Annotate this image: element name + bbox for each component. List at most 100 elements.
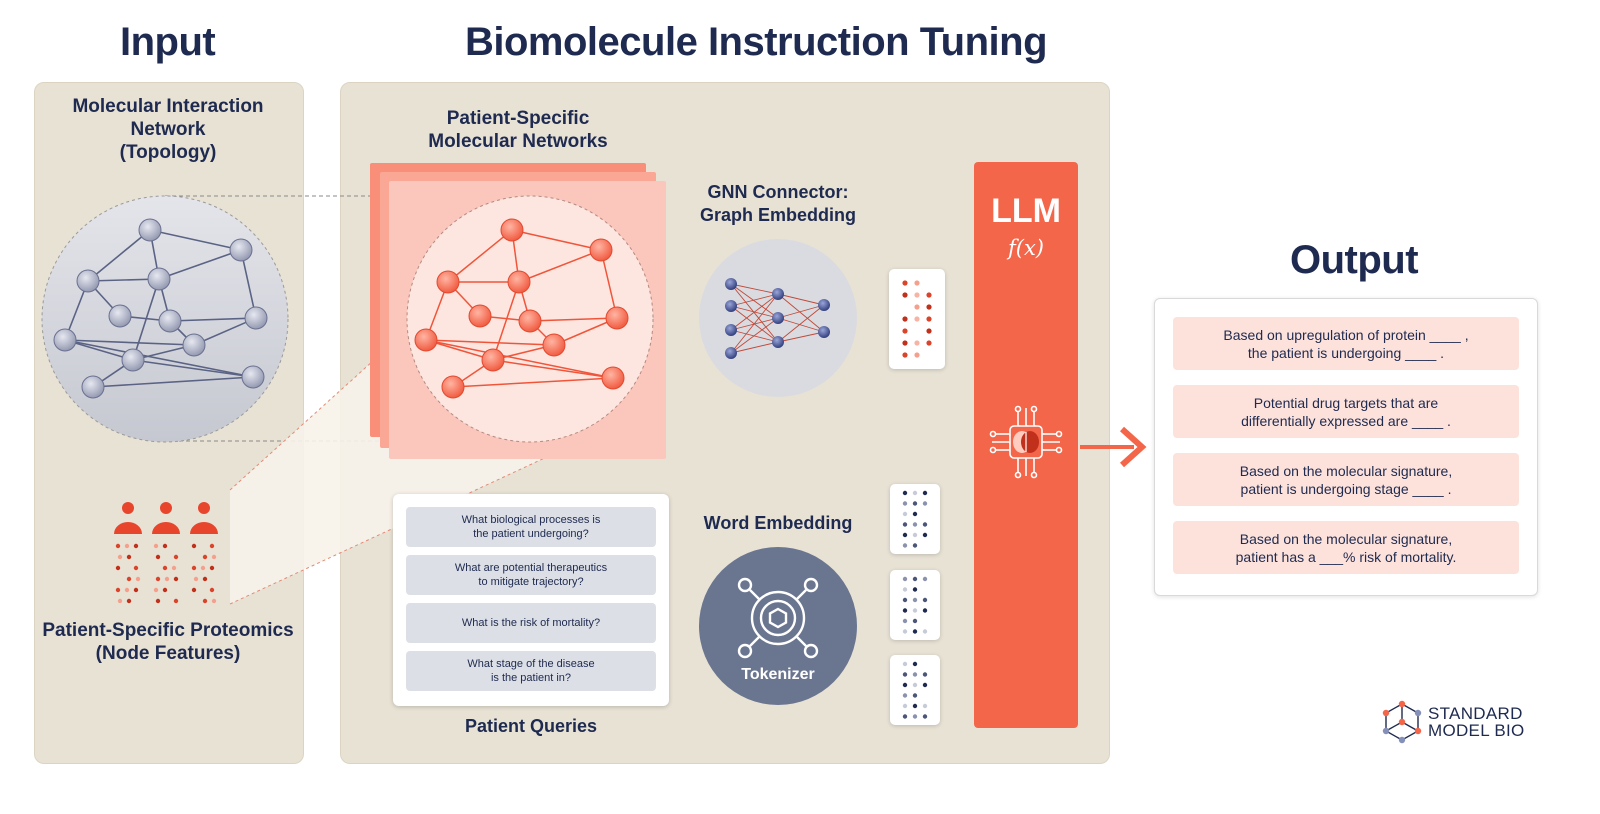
word-embedding-vector (890, 655, 940, 725)
feature-dot (171, 565, 177, 571)
patient-proteomics (114, 502, 218, 604)
network-topology-label: Molecular Interaction Network (Topology) (72, 96, 264, 163)
feature-dot (912, 661, 918, 667)
feature-dot (922, 501, 928, 506)
feature-dot (902, 340, 908, 346)
feature-dot (922, 703, 928, 709)
feature-dot (135, 576, 141, 582)
brain-chip-icon (989, 405, 1063, 479)
feature-dot (902, 618, 908, 624)
feature-dot (912, 672, 918, 677)
feature-dot (902, 714, 908, 719)
feature-dot (902, 316, 908, 322)
feature-dot (902, 511, 908, 517)
feature-dot (922, 522, 928, 527)
feature-dot (209, 543, 215, 549)
feature-dot (902, 352, 908, 358)
feature-dot (211, 554, 217, 560)
feature-dot (191, 543, 197, 549)
feature-dot (912, 618, 918, 624)
feature-dot (914, 316, 920, 322)
feature-dot (126, 554, 132, 560)
feature-dot (912, 608, 918, 613)
output-item: Based on the molecular signature, patien… (1173, 453, 1519, 506)
word-embedding-label: Word Embedding (703, 513, 853, 533)
molecular-interaction-network (41, 195, 289, 443)
gnn-connector-label: GNN Connector: Graph Embedding (699, 182, 856, 225)
feature-dot (912, 490, 918, 496)
query-item: What are potential therapeutics to mitig… (406, 555, 656, 595)
feature-dot (926, 292, 932, 298)
feature-dot (902, 280, 908, 286)
feature-dot (133, 565, 139, 571)
person-icon (114, 502, 218, 534)
feature-dot (124, 543, 130, 549)
feature-dot (193, 576, 199, 582)
feature-dot (914, 352, 920, 358)
feature-dot (922, 576, 928, 582)
feature-dot (202, 598, 208, 604)
feature-dot (902, 703, 908, 709)
feature-dot (912, 703, 918, 709)
feature-dot (126, 598, 132, 604)
main-heading: Biomolecule Instruction Tuning (465, 20, 1048, 64)
feature-dot (902, 597, 908, 603)
feature-dot (912, 714, 918, 719)
hexagon-logo-icon (1382, 700, 1422, 744)
feature-dot (902, 522, 908, 527)
feature-dot (162, 565, 168, 571)
feature-dot (173, 576, 179, 582)
word-embedding-vector (890, 484, 940, 554)
feature-dot (902, 693, 908, 698)
proteomics-label: Patient-Specific Proteomics (Node Featur… (42, 620, 294, 664)
feature-dot (191, 565, 197, 571)
feature-dot (162, 587, 168, 593)
output-item: Based on the molecular signature, patien… (1173, 521, 1519, 574)
llm-formula: f(x) (1007, 236, 1044, 260)
graph-embedding-vector (889, 269, 945, 369)
feature-dot (912, 576, 918, 582)
feature-dot (914, 304, 920, 310)
tokenizer-hex-icon (737, 577, 819, 659)
feature-dot (902, 532, 908, 538)
feature-dot (209, 565, 215, 571)
patient-network-stack (370, 163, 666, 459)
word-embedding-dots (902, 661, 928, 719)
feature-dot (922, 608, 928, 613)
output-card: Based on upregulation of protein ____ , … (1154, 298, 1538, 596)
feature-dot (902, 629, 908, 634)
patient-networks-label: Patient-Specific Molecular Networks (428, 108, 608, 152)
feature-dot (202, 554, 208, 560)
feature-dot (200, 565, 206, 571)
output-item: Based on upregulation of protein ____ , … (1173, 317, 1519, 370)
feature-dot (902, 587, 908, 592)
feature-dot (173, 598, 179, 604)
feature-dot (902, 608, 908, 613)
feature-dot (926, 304, 932, 310)
feature-dot (912, 597, 918, 603)
feature-dot (922, 490, 928, 496)
feature-dot (912, 511, 918, 517)
feature-dot (912, 682, 918, 688)
llm-title: LLM (991, 192, 1061, 230)
feature-dot (922, 682, 928, 688)
feature-dot (155, 554, 161, 560)
feature-dot (155, 576, 161, 582)
brand-logo: STANDARD MODEL BIO (1380, 700, 1540, 744)
feature-dot (922, 597, 928, 603)
gnn-connector-graphic (699, 239, 857, 397)
feature-dot (164, 576, 170, 582)
feature-dot (902, 682, 908, 688)
feature-dot (922, 629, 928, 634)
query-item: What stage of the disease is the patient… (406, 651, 656, 691)
feature-dot (153, 587, 159, 593)
patient-queries-label: Patient Queries (464, 716, 598, 736)
feature-dot (117, 554, 123, 560)
feature-dot (162, 543, 168, 549)
feature-dot (912, 522, 918, 527)
feature-dot (115, 543, 121, 549)
feature-dot (133, 587, 139, 593)
feature-dot (115, 565, 121, 571)
feature-dot (191, 587, 197, 593)
